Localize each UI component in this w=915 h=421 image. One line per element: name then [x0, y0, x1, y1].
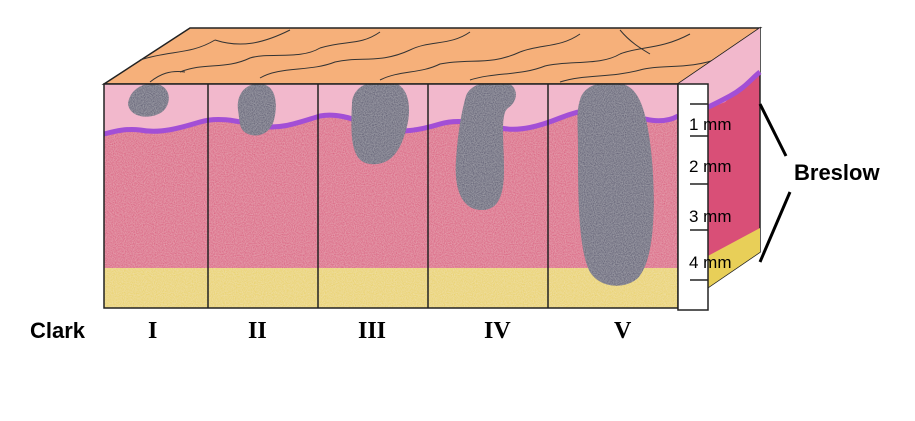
depth-label-4mm: 4 mm — [689, 253, 732, 272]
depth-ruler — [677, 83, 709, 311]
stage-label-V: V — [614, 318, 632, 344]
tumor-stage-V — [577, 84, 654, 286]
front-face — [104, 84, 678, 308]
skin-surface — [101, 27, 763, 85]
depth-label-1mm: 1 mm — [689, 115, 732, 134]
stage-label-II: II — [248, 318, 267, 344]
stage-label-IV: IV — [484, 318, 511, 344]
tumor-stage-IV — [455, 84, 516, 210]
subcutaneous-fat-layer — [104, 268, 678, 308]
clark-label: Clark — [30, 318, 86, 343]
depth-label-3mm: 3 mm — [689, 207, 732, 226]
stage-dividers — [207, 84, 549, 308]
depth-label-2mm: 2 mm — [689, 157, 732, 176]
stage-label-III: III — [358, 318, 386, 344]
breslow-pointer-lines — [758, 103, 792, 263]
breslow-label: Breslow — [794, 160, 880, 185]
tumor-stage-III — [351, 84, 409, 165]
tumor-stage-I — [128, 84, 169, 117]
ruler-ticks — [690, 103, 708, 281]
tumor-stage-II — [237, 84, 276, 136]
stage-label-I: I — [148, 318, 157, 344]
